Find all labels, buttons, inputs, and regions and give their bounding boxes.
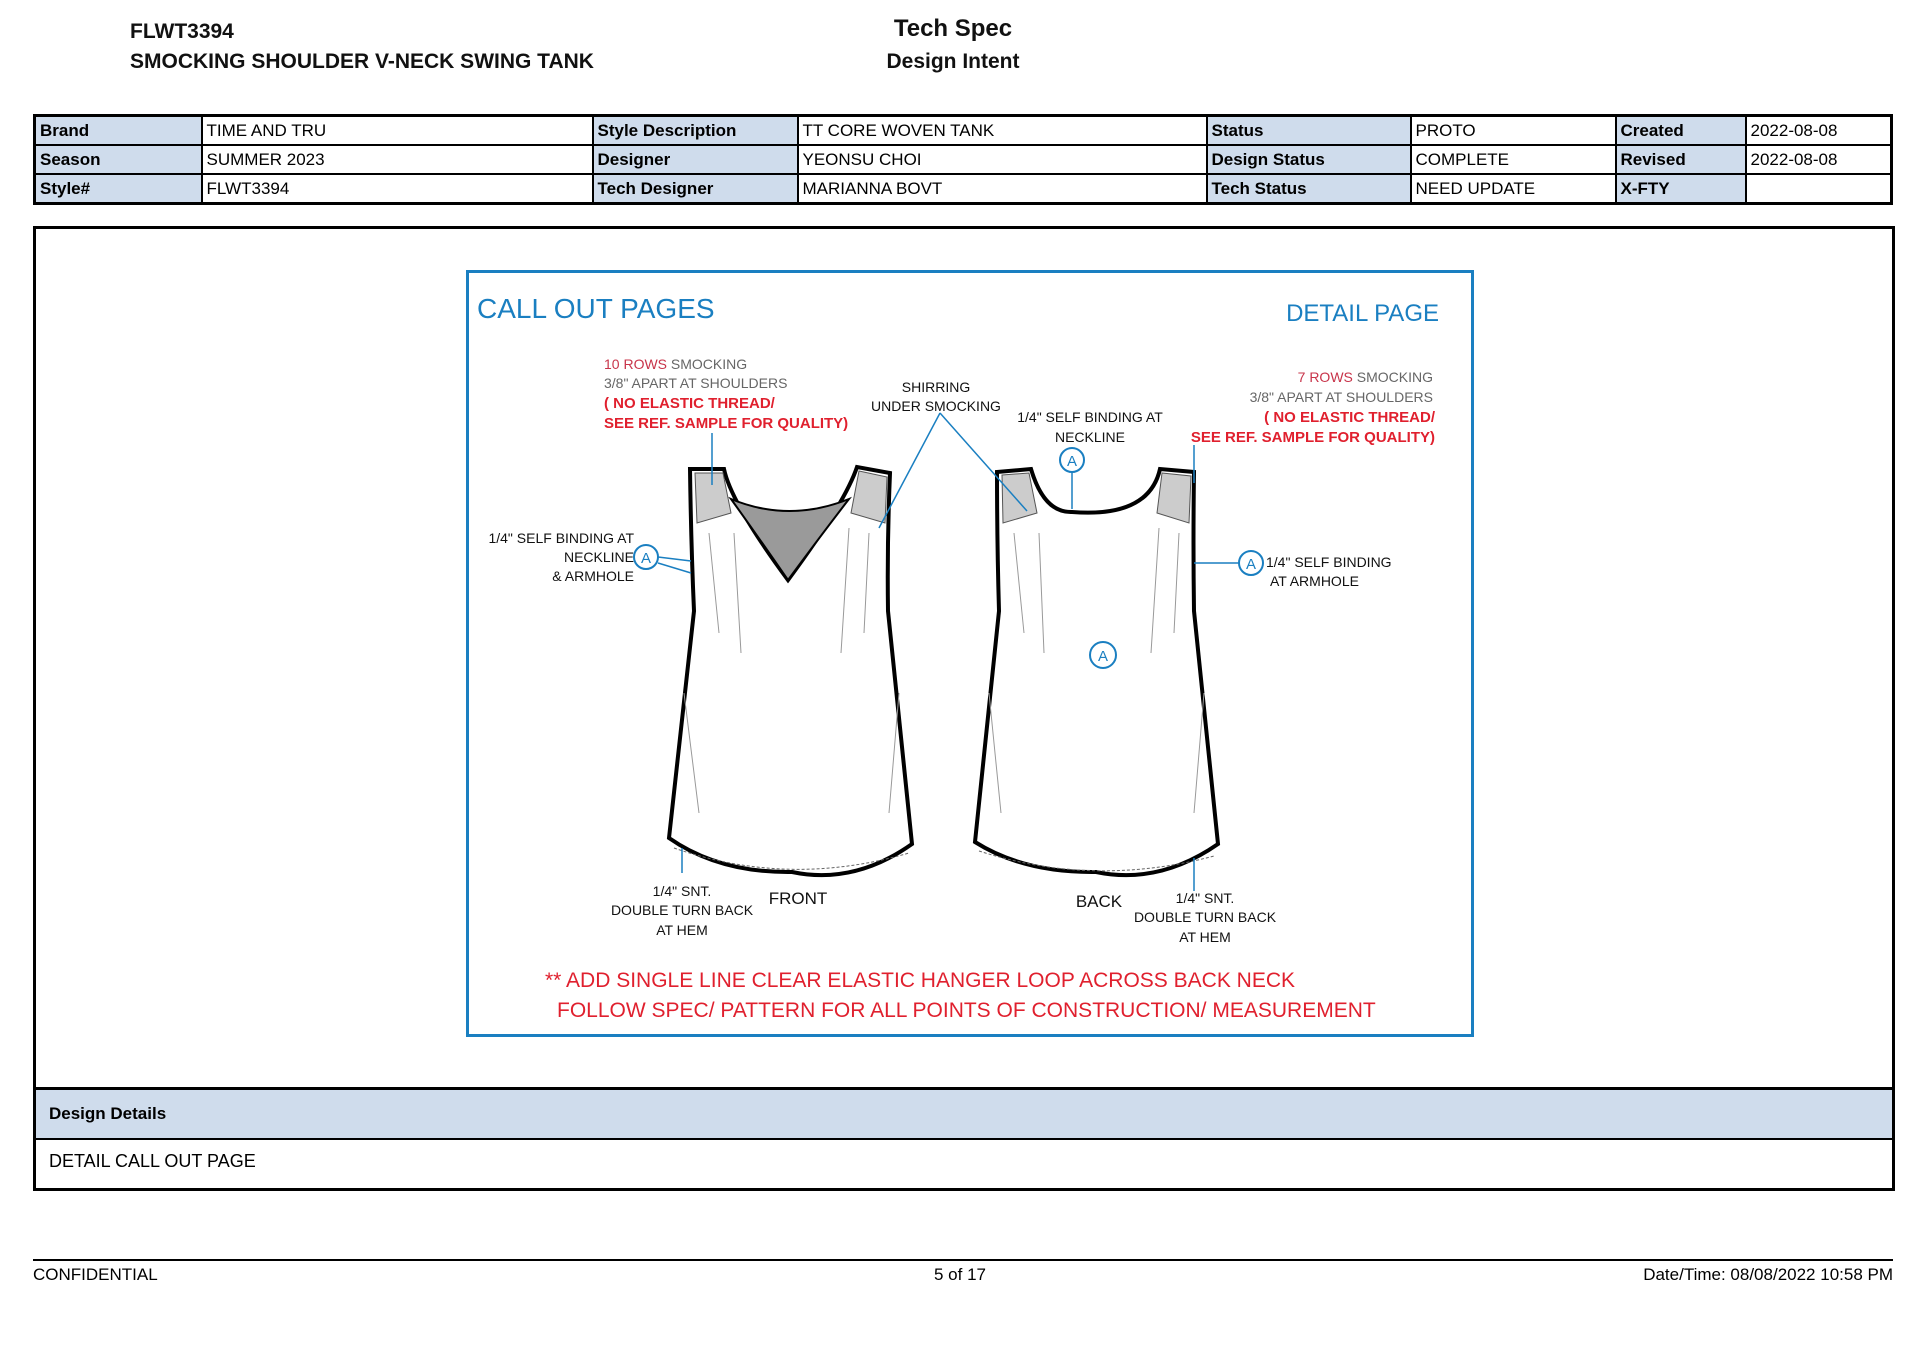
footer-datetime: Date/Time: 08/08/2022 10:58 PM bbox=[1643, 1265, 1893, 1284]
svg-text:10 ROWS SMOCKING: 10 ROWS SMOCKING bbox=[604, 356, 747, 372]
svg-text:** ADD SINGLE LINE CLEAR ELAST: ** ADD SINGLE LINE CLEAR ELASTIC HANGER … bbox=[545, 969, 1295, 992]
svg-text:SEE REF. SAMPLE FOR QUALITY): SEE REF. SAMPLE FOR QUALITY) bbox=[604, 415, 848, 432]
info-value: NEED UPDATE bbox=[1409, 173, 1617, 205]
back-smocking-note: 7 ROWS SMOCKING 3/8" APART AT SHOULDERS … bbox=[1191, 369, 1436, 446]
detail-page-label: DETAIL PAGE bbox=[1286, 300, 1439, 327]
svg-text:3/8" APART AT SHOULDERS: 3/8" APART AT SHOULDERS bbox=[1250, 389, 1433, 405]
back-label: BACK bbox=[1076, 892, 1123, 911]
back-armhole-note: 1/4" SELF BINDING AT ARMHOLE bbox=[1266, 554, 1392, 589]
info-value bbox=[1744, 173, 1893, 205]
info-value: MARIANNA BOVT bbox=[796, 173, 1208, 205]
svg-text:NECKLINE: NECKLINE bbox=[1055, 429, 1125, 445]
page-number: 5 of 17 bbox=[934, 1265, 986, 1284]
info-value: 2022-08-08 bbox=[1744, 114, 1893, 146]
marker-a-icons bbox=[633, 447, 1264, 669]
info-label: Created bbox=[1614, 114, 1747, 146]
info-value: FLWT3394 bbox=[200, 173, 594, 205]
svg-text:DOUBLE TURN BACK: DOUBLE TURN BACK bbox=[611, 902, 754, 918]
marker-a: A bbox=[1067, 453, 1077, 470]
info-value: TT CORE WOVEN TANK bbox=[796, 114, 1208, 146]
info-label: X-FTY bbox=[1614, 173, 1747, 205]
construction-notes: ** ADD SINGLE LINE CLEAR ELASTIC HANGER … bbox=[545, 969, 1376, 1022]
svg-text:AT HEM: AT HEM bbox=[1179, 929, 1231, 945]
doc-title: Tech Spec bbox=[893, 15, 1013, 42]
info-label: Brand bbox=[33, 114, 203, 146]
tank-sketch: A A A A CALL OUT PAGES DETAIL PAGE 10 RO… bbox=[477, 293, 1439, 1022]
info-label: Revised bbox=[1614, 144, 1747, 175]
front-binding-note: 1/4" SELF BINDING AT NECKLINE & ARMHOLE bbox=[488, 530, 634, 584]
info-value: PROTO bbox=[1409, 114, 1617, 146]
style-number: FLWT3394 bbox=[130, 20, 234, 43]
svg-text:AT ARMHOLE: AT ARMHOLE bbox=[1270, 573, 1359, 589]
svg-text:NECKLINE: NECKLINE bbox=[564, 549, 634, 565]
front-smocking-note: 10 ROWS SMOCKING 3/8" APART AT SHOULDERS… bbox=[604, 356, 848, 432]
info-value: 2022-08-08 bbox=[1744, 144, 1893, 175]
info-label: Status bbox=[1205, 114, 1412, 146]
callout-drawing: A A A A CALL OUT PAGES DETAIL PAGE 10 RO… bbox=[466, 270, 1474, 1037]
back-hem-note: 1/4" SNT. bbox=[1176, 890, 1235, 906]
shirring-note: SHIRRING bbox=[902, 379, 970, 395]
svg-text:( NO ELASTIC THREAD/: ( NO ELASTIC THREAD/ bbox=[1264, 409, 1436, 426]
info-label: Design Status bbox=[1205, 144, 1412, 175]
design-details-text: DETAIL CALL OUT PAGE bbox=[49, 1151, 256, 1171]
svg-text:1/4" SELF BINDING AT: 1/4" SELF BINDING AT bbox=[488, 530, 634, 546]
back-neck-binding-note: 1/4" SELF BINDING AT bbox=[1017, 409, 1163, 425]
svg-text:FOLLOW SPEC/ PATTERN FOR ALL P: FOLLOW SPEC/ PATTERN FOR ALL POINTS OF C… bbox=[557, 999, 1376, 1022]
back-tank-sketch bbox=[972, 466, 1221, 878]
info-value: SUMMER 2023 bbox=[200, 144, 594, 175]
style-name: SMOCKING SHOULDER V-NECK SWING TANK bbox=[130, 50, 594, 73]
info-label: Style# bbox=[33, 173, 203, 205]
callout-title: CALL OUT PAGES bbox=[477, 293, 715, 324]
doc-subtitle: Design Intent bbox=[886, 50, 1020, 73]
marker-a: A bbox=[1098, 648, 1108, 665]
marker-a: A bbox=[641, 550, 651, 567]
svg-text:AT HEM: AT HEM bbox=[656, 922, 708, 938]
svg-text:& ARMHOLE: & ARMHOLE bbox=[552, 568, 634, 584]
marker-a: A bbox=[1246, 556, 1256, 573]
info-label: Tech Designer bbox=[591, 173, 799, 205]
front-hem-note: 1/4" SNT. bbox=[653, 883, 712, 899]
leader-lines bbox=[657, 412, 1239, 891]
design-details-header: Design Details bbox=[36, 1087, 1892, 1140]
front-label: FRONT bbox=[769, 889, 828, 908]
info-value: COMPLETE bbox=[1409, 144, 1617, 175]
svg-text:UNDER SMOCKING: UNDER SMOCKING bbox=[871, 398, 1001, 414]
info-label: Style Description bbox=[591, 114, 799, 146]
svg-text:1/4" SELF BINDING: 1/4" SELF BINDING bbox=[1266, 554, 1392, 570]
info-label: Season bbox=[33, 144, 203, 175]
svg-text:7 ROWS SMOCKING: 7 ROWS SMOCKING bbox=[1298, 369, 1433, 385]
info-label: Designer bbox=[591, 144, 799, 175]
svg-text:DOUBLE TURN BACK: DOUBLE TURN BACK bbox=[1134, 909, 1277, 925]
info-value: TIME AND TRU bbox=[200, 114, 594, 146]
svg-text:SEE REF. SAMPLE FOR QUALITY): SEE REF. SAMPLE FOR QUALITY) bbox=[1191, 429, 1435, 446]
info-value: YEONSU CHOI bbox=[796, 144, 1208, 175]
svg-text:3/8" APART AT SHOULDERS: 3/8" APART AT SHOULDERS bbox=[604, 375, 787, 391]
sketch-panel: A A A A CALL OUT PAGES DETAIL PAGE 10 RO… bbox=[33, 226, 1895, 1191]
svg-text:( NO ELASTIC THREAD/: ( NO ELASTIC THREAD/ bbox=[604, 395, 776, 412]
footer-confidential: CONFIDENTIAL bbox=[33, 1265, 158, 1284]
front-tank-sketch bbox=[666, 464, 915, 878]
info-label: Tech Status bbox=[1205, 173, 1412, 205]
footer-divider bbox=[33, 1259, 1893, 1261]
